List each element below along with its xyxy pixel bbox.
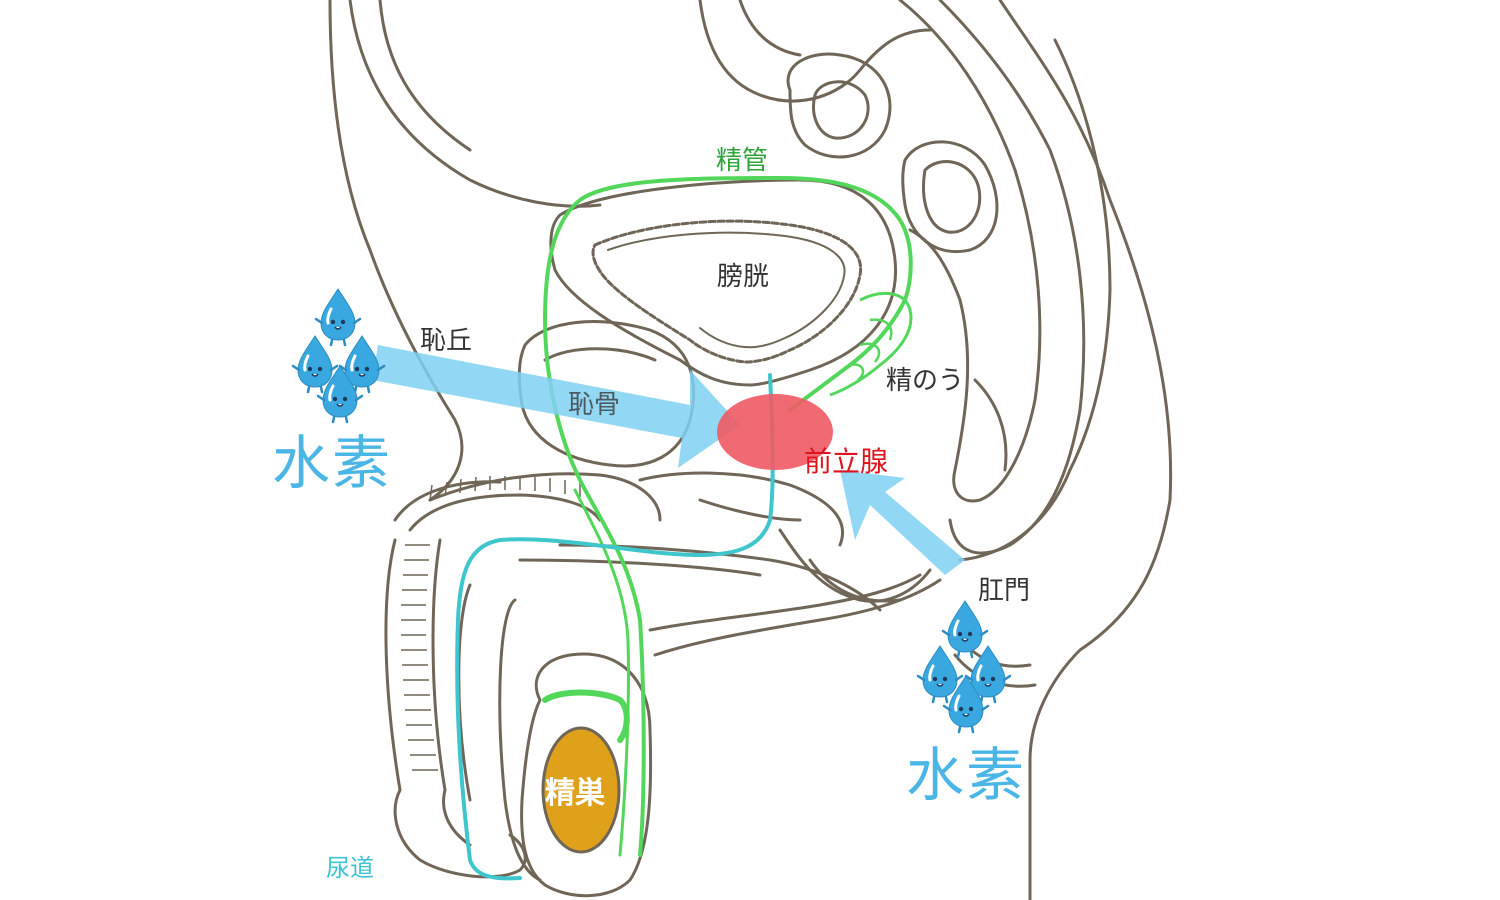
penis-shaft-lower [384, 538, 402, 792]
bladder-inner [591, 219, 863, 364]
urethra [455, 373, 775, 881]
bladder-label: 膀胱 [717, 262, 770, 292]
prostate-highlight [717, 394, 833, 470]
hydrogen-label-right: 水素 [906, 741, 1027, 809]
intestine-loop-1 [786, 52, 892, 159]
bladder-outer [549, 178, 898, 387]
anus-label: 肛門 [978, 576, 1031, 606]
arrow-left [372, 345, 740, 468]
hydrogen-label-left: 水素 [272, 429, 393, 497]
testis-label: 精巣 [545, 776, 605, 811]
arrow-right [840, 470, 965, 575]
water-droplet-character-icon [314, 287, 362, 347]
pubic-bone-label: 恥骨 [568, 390, 621, 420]
seminal-vesicle-label: 精のう [886, 366, 965, 396]
penis-shaft-upper [408, 493, 602, 532]
urethra-label: 尿道 [326, 854, 374, 882]
colon-wall [698, 0, 932, 103]
back-outline [998, 0, 1173, 900]
droplet-group-left [291, 287, 386, 424]
prostate-label: 前立腺 [804, 445, 889, 478]
seminal-duct [543, 176, 913, 857]
penis-outline-top [428, 472, 662, 522]
pubic-mound-label: 恥丘 [420, 326, 473, 356]
penis-shaft-top [393, 480, 502, 522]
water-droplet-character-icon [941, 599, 989, 659]
testis [541, 726, 621, 854]
abdomen-outline [328, 0, 464, 502]
seminal-vesicle-shape [829, 291, 913, 397]
sacrum [1053, 38, 1112, 472]
scrotum [520, 652, 653, 898]
seminal-duct-label: 精管 [716, 146, 769, 176]
rectum-inner [898, 0, 1042, 503]
intestine-loop-2 [901, 140, 999, 253]
